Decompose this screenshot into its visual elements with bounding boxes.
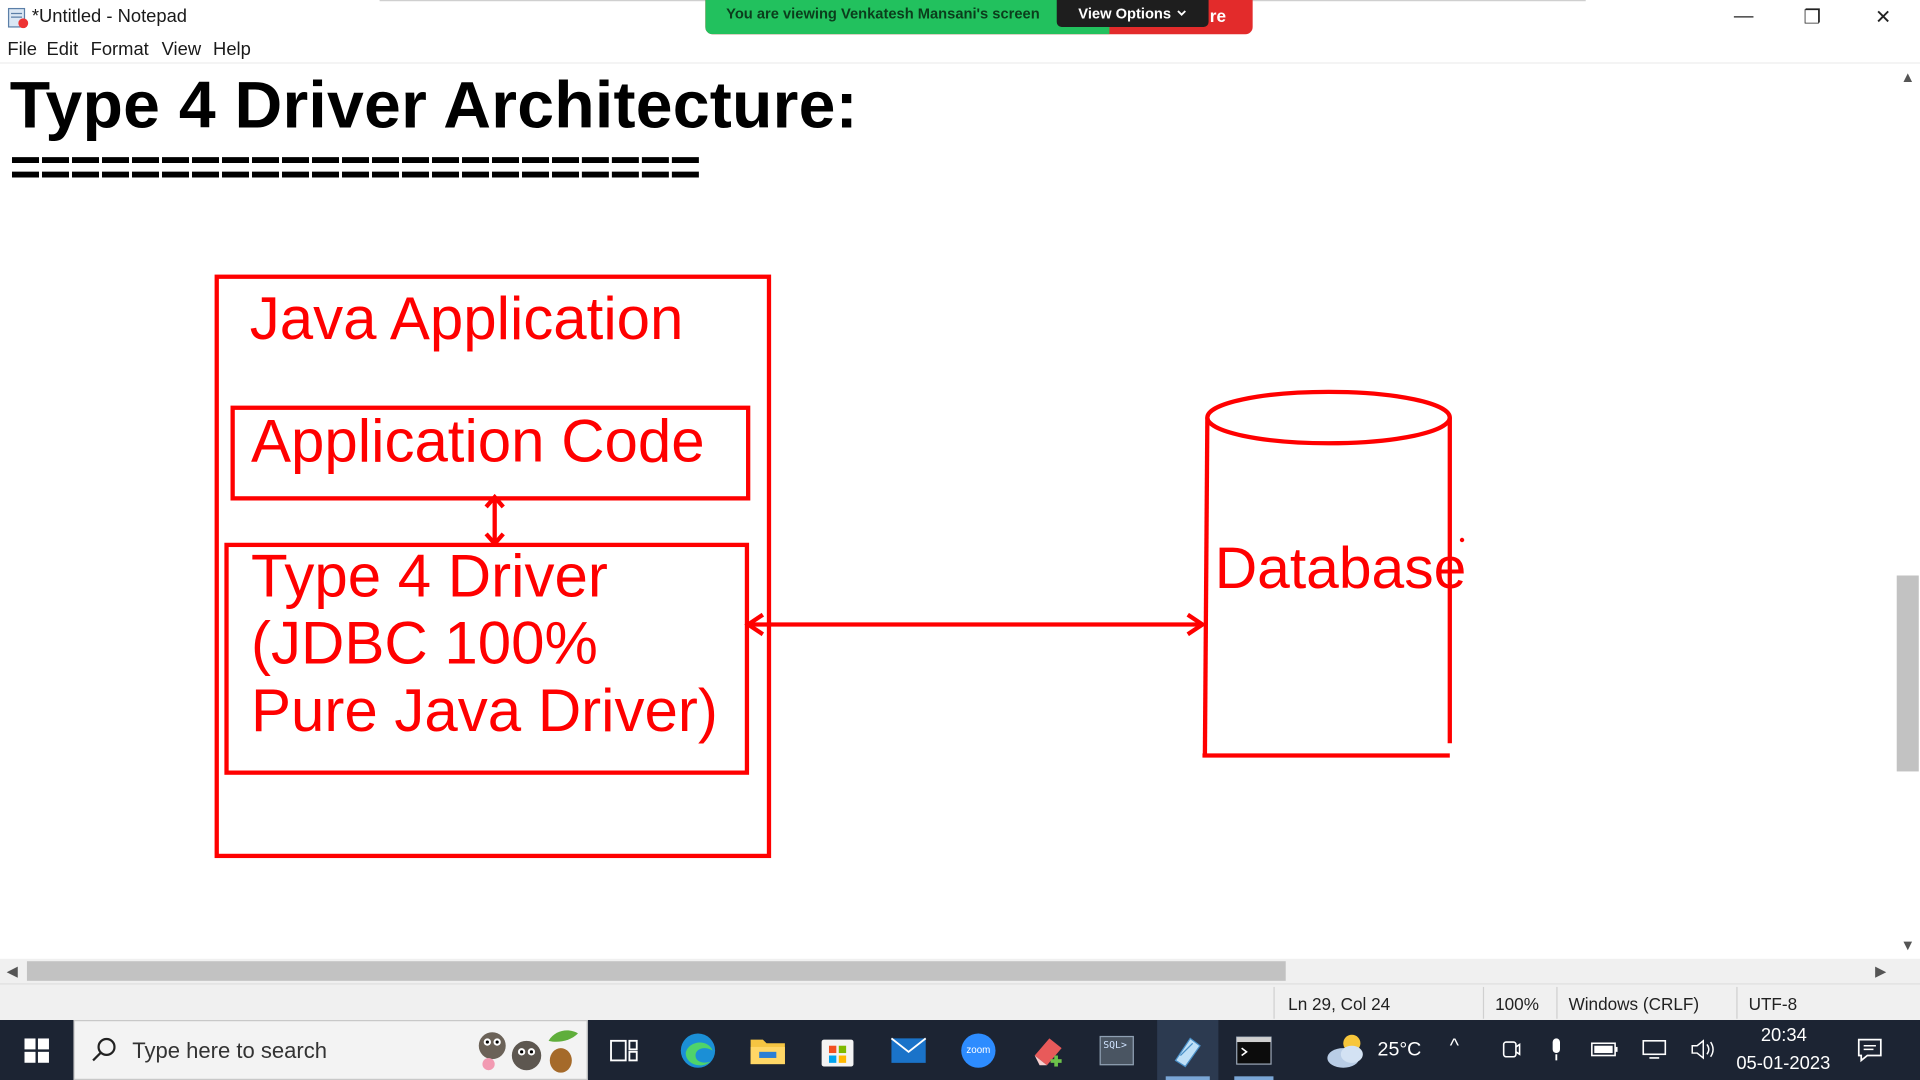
- start-button[interactable]: [10, 1020, 64, 1080]
- type4-driver-label-line2: (JDBC 100%: [251, 611, 598, 678]
- edge-button[interactable]: [673, 1020, 722, 1080]
- sql-app-label: SQL>: [1103, 1038, 1127, 1051]
- application-code-box: [230, 405, 751, 501]
- database-left-side: [1202, 417, 1210, 756]
- vertical-scrollbar[interactable]: [1895, 63, 1920, 959]
- mail-button[interactable]: [884, 1020, 933, 1080]
- up-arrowhead: [484, 493, 505, 509]
- scroll-down-icon[interactable]: ▼: [1900, 936, 1916, 954]
- cursor-position: Ln 29, Col 24: [1288, 994, 1391, 1014]
- paint-app-button[interactable]: [1024, 1020, 1073, 1080]
- store-icon: [821, 1038, 854, 1066]
- clock-time[interactable]: 20:34: [1760, 1024, 1807, 1046]
- sql-app-button[interactable]: SQL>: [1092, 1020, 1141, 1080]
- weather-temperature[interactable]: 25°C: [1377, 1039, 1422, 1061]
- battery-icon[interactable]: [1591, 1040, 1620, 1060]
- scroll-right-icon[interactable]: ▶: [1875, 962, 1887, 980]
- command-prompt-button[interactable]: [1229, 1020, 1278, 1080]
- java-application-label: Java Application: [249, 286, 684, 353]
- windows-logo-icon: [24, 1037, 49, 1063]
- meet-now-icon[interactable]: [1500, 1038, 1522, 1060]
- status-divider: [1736, 986, 1738, 1019]
- notepad-app-icon: [7, 7, 29, 29]
- notepad-icon: [1174, 1036, 1201, 1067]
- weather-partly-cloudy-icon[interactable]: [1325, 1031, 1369, 1070]
- type4-driver-box: [224, 542, 750, 775]
- horizontal-scroll-thumb[interactable]: [26, 961, 1286, 981]
- line-endings: Windows (CRLF): [1568, 994, 1700, 1014]
- menu-format[interactable]: Format: [90, 39, 149, 61]
- menu-help[interactable]: Help: [213, 39, 251, 61]
- menu-view[interactable]: View: [161, 39, 202, 61]
- view-options-button[interactable]: View Options: [1056, 0, 1209, 27]
- folder-icon: [750, 1038, 785, 1064]
- window-title: *Untitled - Notepad: [31, 6, 188, 27]
- file-explorer-button[interactable]: [743, 1020, 792, 1080]
- notepad-active-indicator: [1165, 1076, 1210, 1080]
- database-label: Database: [1214, 536, 1467, 602]
- zoom-app-label: zoom: [966, 1044, 991, 1056]
- terminal-running-indicator: [1234, 1076, 1274, 1080]
- view-options-label: View Options: [1078, 4, 1172, 23]
- scroll-left-icon[interactable]: ◀: [6, 962, 18, 980]
- share-banner-status: [705, 0, 1110, 35]
- vertical-scroll-thumb[interactable]: [1896, 575, 1919, 772]
- mail-icon: [890, 1037, 927, 1063]
- terminal-icon: [1236, 1035, 1272, 1065]
- stop-share-label[interactable]: re: [1209, 6, 1227, 26]
- task-view-icon: [610, 1039, 638, 1061]
- encoding: UTF-8: [1748, 994, 1798, 1014]
- chevron-down-icon: [1177, 10, 1187, 16]
- status-divider: [1482, 986, 1485, 1019]
- scrollbar-corner: [1895, 958, 1920, 984]
- microphone-icon[interactable]: [1547, 1037, 1567, 1061]
- notepad-taskbar-button[interactable]: [1157, 1020, 1219, 1080]
- zoom-level: 100%: [1495, 994, 1539, 1014]
- zoom-app-icon: zoom: [961, 1032, 996, 1068]
- stray-dot: [1459, 537, 1465, 543]
- status-divider: [1556, 986, 1558, 1019]
- minimize-button[interactable]: —: [1733, 6, 1754, 27]
- screen-share-banner: You are viewing Venkatesh Mansani's scre…: [705, 0, 1253, 35]
- menu-bar: File Edit Format View Help: [0, 35, 1920, 64]
- menu-edit[interactable]: Edit: [46, 39, 79, 61]
- scroll-up-icon[interactable]: ▲: [1900, 68, 1916, 86]
- clock-date[interactable]: 05-01-2023: [1736, 1053, 1831, 1074]
- edge-browser-icon: [680, 1032, 716, 1068]
- left-arrowhead: [744, 612, 765, 637]
- down-arrowhead: [484, 532, 505, 547]
- menu-file[interactable]: File: [7, 39, 37, 61]
- architecture-diagram: [214, 274, 1465, 859]
- type4-driver-label-line1: Type 4 Driver: [251, 543, 608, 610]
- database-cylinder-top: [1205, 389, 1452, 446]
- document-heading: Type 4 Driver Architecture:: [9, 68, 858, 143]
- task-view-button[interactable]: [602, 1020, 646, 1080]
- close-button[interactable]: ✕: [1875, 7, 1892, 29]
- eraser-pencil-icon: [1034, 1037, 1062, 1066]
- search-placeholder: Type here to search: [132, 1038, 328, 1063]
- search-highlight-illustration-icon: [478, 1030, 578, 1073]
- java-application-box: [214, 274, 772, 859]
- text-editor[interactable]: Type 4 Driver Architecture: ============…: [0, 63, 1896, 959]
- zoom-button[interactable]: zoom: [954, 1020, 1003, 1080]
- microsoft-store-button[interactable]: [813, 1020, 862, 1080]
- notifications-icon[interactable]: [1856, 1036, 1883, 1063]
- show-hidden-icons-chevron-icon[interactable]: ^: [1449, 1035, 1459, 1057]
- restore-button[interactable]: ❐: [1803, 7, 1822, 29]
- volume-icon[interactable]: [1690, 1038, 1717, 1060]
- status-bar: Ln 29, Col 24 100% Windows (CRLF) UTF-8: [0, 983, 1920, 1021]
- status-divider: [1273, 986, 1275, 1019]
- sql-console-icon: SQL>: [1099, 1035, 1134, 1065]
- heading-underline: =======================: [9, 137, 701, 198]
- network-icon[interactable]: [1641, 1037, 1668, 1061]
- type4-driver-label-line3: Pure Java Driver): [251, 678, 718, 745]
- application-code-label: Application Code: [251, 408, 705, 476]
- share-banner-text: You are viewing Venkatesh Mansani's scre…: [726, 4, 1040, 23]
- search-icon: [92, 1037, 116, 1062]
- right-arrowhead: [1186, 612, 1207, 637]
